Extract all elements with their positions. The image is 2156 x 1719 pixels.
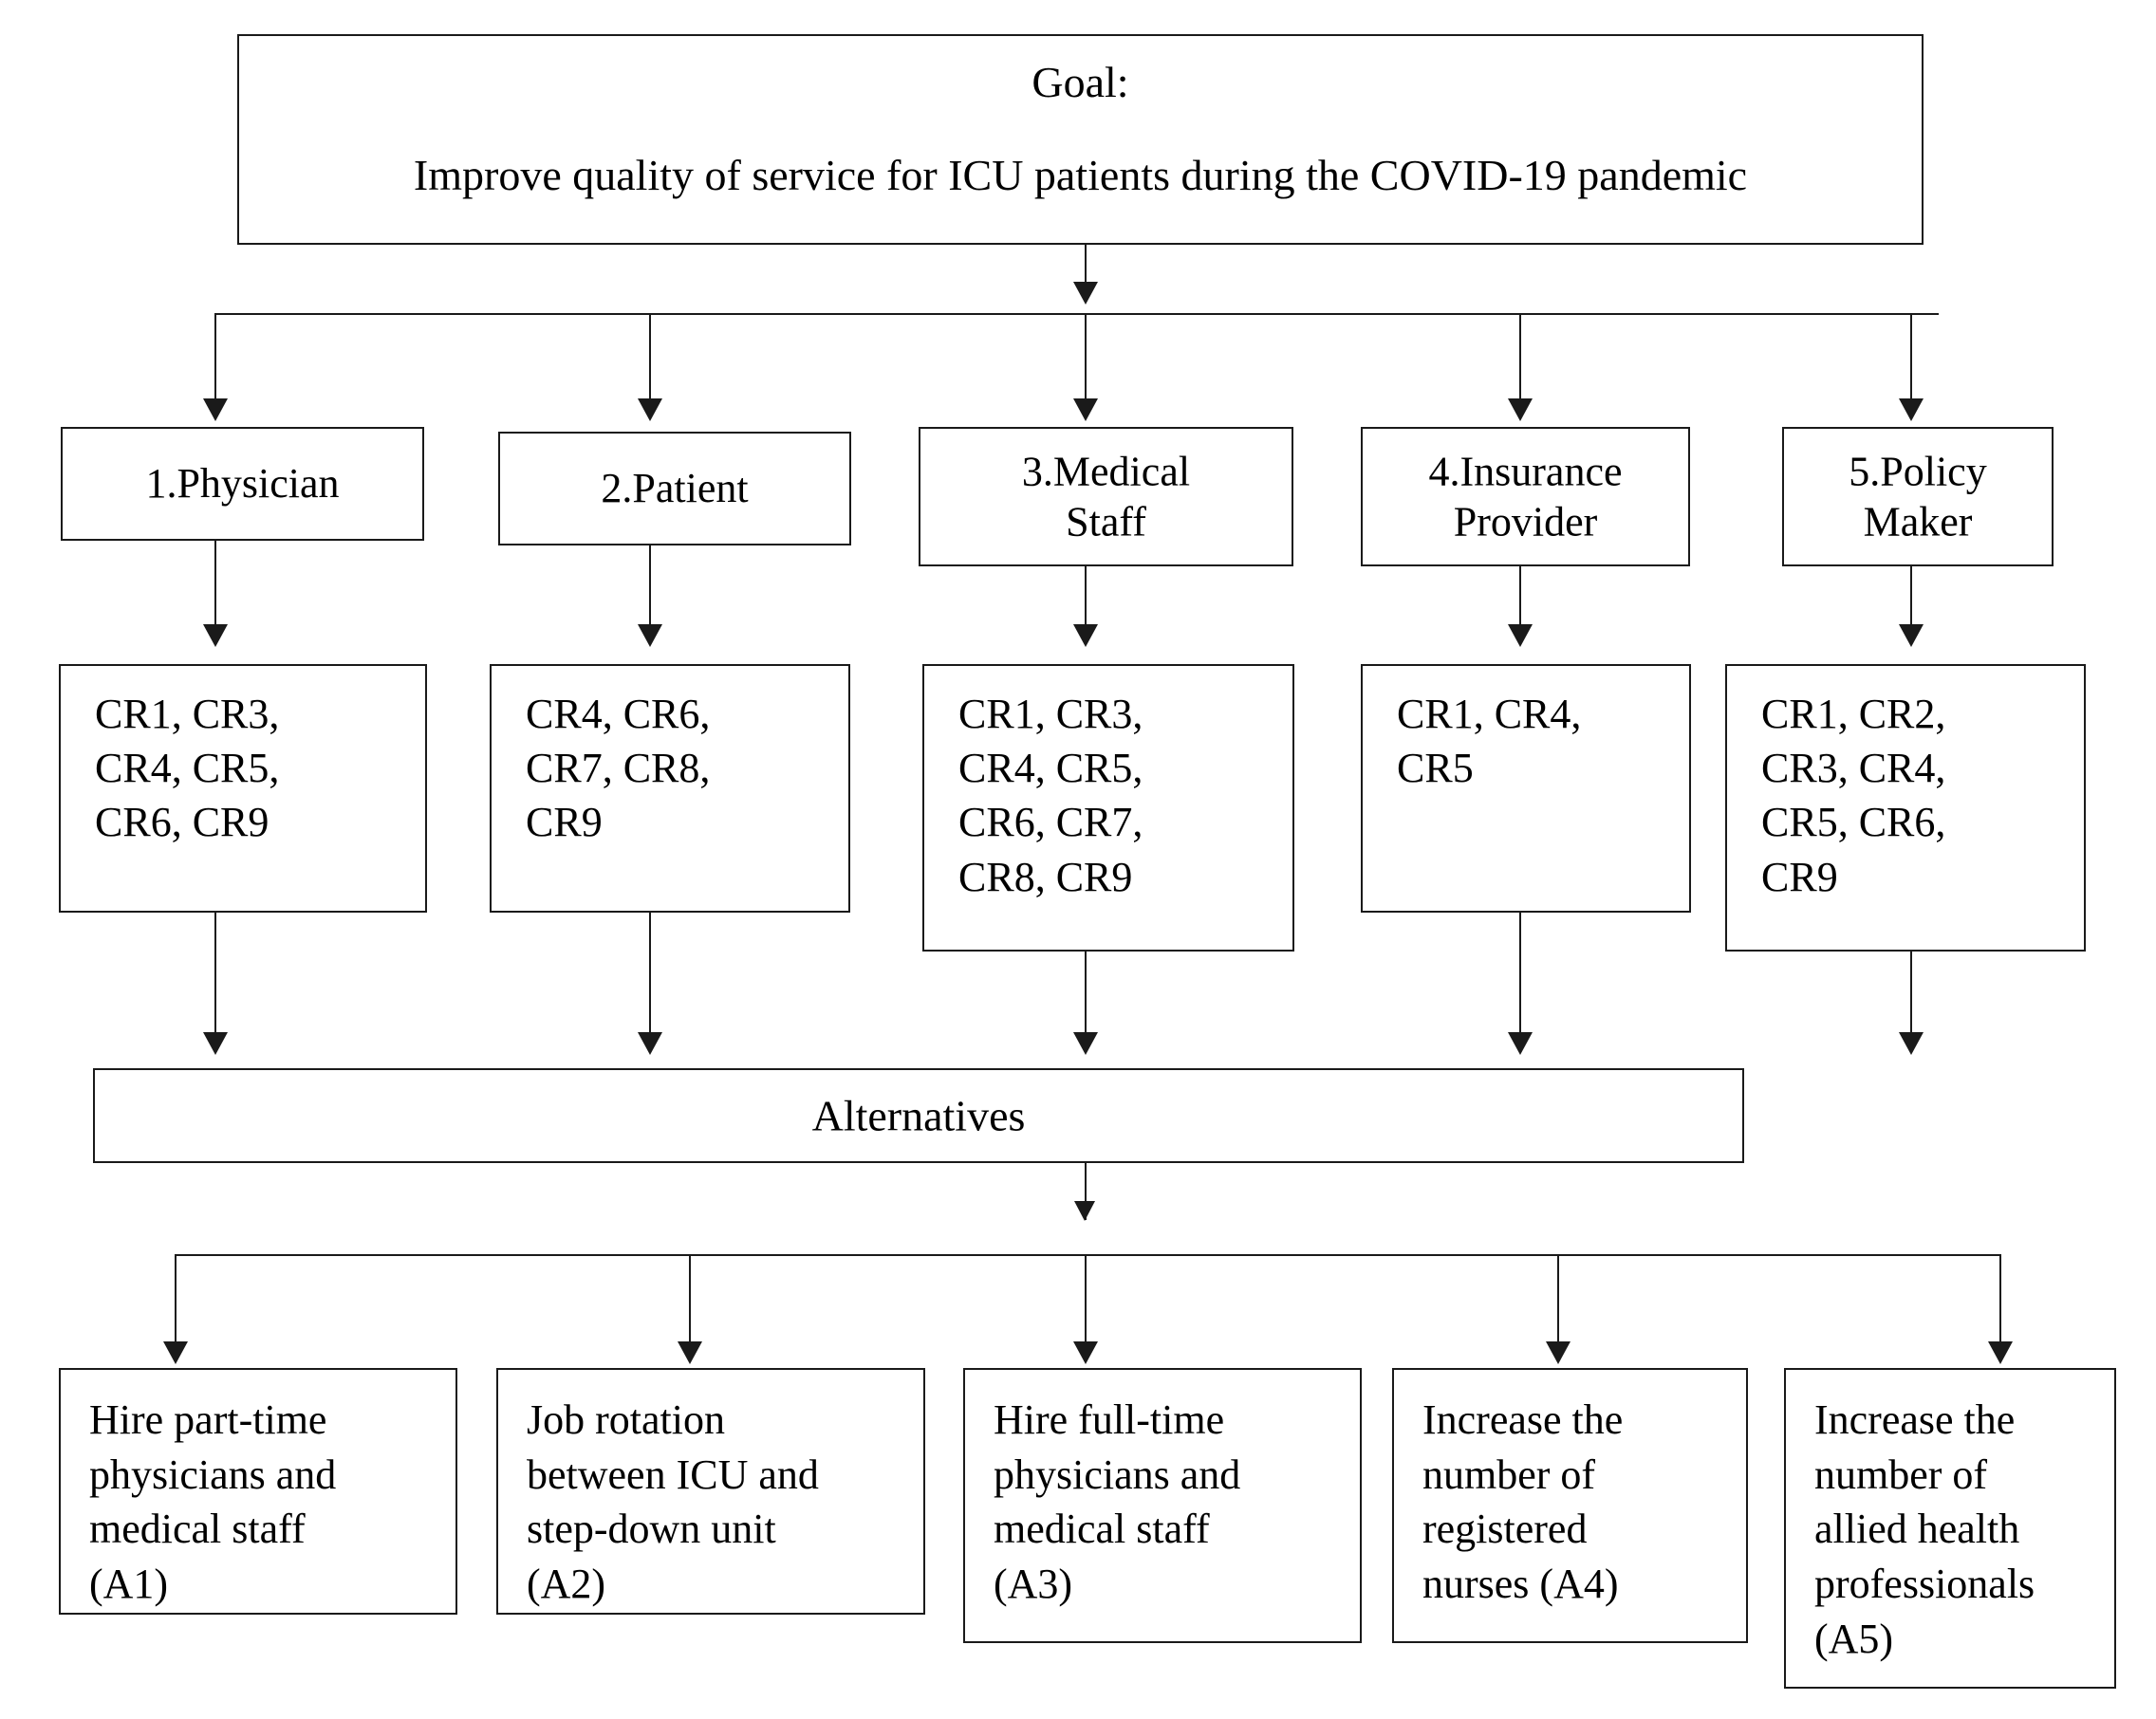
criteria-arrowhead-2 [638, 624, 662, 647]
alternative-arrowhead-5 [1988, 1341, 2013, 1364]
alternatives-arrowhead-5 [1899, 1032, 1924, 1055]
criteria-connector-3 [1085, 566, 1087, 640]
alternative-box-a2[interactable]: Job rotation between ICU and step-down u… [496, 1368, 925, 1615]
alternatives-bar[interactable]: Alternatives [93, 1068, 1744, 1163]
stakeholder-label-2: 2.Patient [601, 465, 749, 512]
alternative-arrowhead-4 [1546, 1341, 1571, 1364]
criteria-box-policy-maker[interactable]: CR1, CR2, CR3, CR4, CR5, CR6, CR9 [1725, 664, 2086, 952]
stakeholder-label-4: 4.Insurance Provider [1428, 447, 1623, 545]
stakeholder-arrowhead-4 [1508, 398, 1533, 421]
alternatives-connector-3 [1085, 952, 1087, 1036]
stakeholder-arrowhead-2 [638, 398, 662, 421]
stakeholder-label-5: 5.Policy Maker [1849, 447, 1987, 545]
goal-bus-arrowhead [1073, 282, 1098, 305]
stakeholder-box-policy-maker[interactable]: 5.Policy Maker [1782, 427, 2054, 566]
goal-bus-stem [1085, 245, 1087, 302]
alternative-arrowhead-1 [163, 1341, 188, 1364]
alternative-arrowhead-2 [678, 1341, 702, 1364]
alternatives-arrowhead-4 [1508, 1032, 1533, 1055]
criteria-box-insurance-provider[interactable]: CR1, CR4, CR5 [1361, 664, 1691, 913]
criteria-arrowhead-5 [1899, 624, 1924, 647]
alternatives-bus-stem [1085, 1163, 1087, 1220]
goal-label: Goal: [1032, 58, 1129, 106]
alternative-box-a3[interactable]: Hire full-time physicians and medical st… [963, 1368, 1362, 1643]
stakeholder-arrowhead-1 [203, 398, 228, 421]
stakeholder-drop-1 [214, 313, 216, 416]
alternatives-bus-arrowhead [1074, 1201, 1095, 1221]
stakeholder-drop-4 [1519, 313, 1521, 416]
stakeholder-label-3: 3.Medical Staff [1021, 447, 1191, 545]
stakeholder-box-insurance-provider[interactable]: 4.Insurance Provider [1361, 427, 1690, 566]
alternative-text-a2: Job rotation between ICU and step-down u… [527, 1396, 819, 1607]
criteria-connector-2 [649, 545, 651, 640]
alternatives-arrowhead-2 [638, 1032, 662, 1055]
criteria-connector-5 [1910, 566, 1912, 640]
alternatives-connector-5 [1910, 952, 1912, 1036]
alternative-drop-2 [689, 1254, 691, 1360]
stakeholder-arrowhead-3 [1073, 398, 1098, 421]
criteria-text-4: CR1, CR4, CR5 [1397, 691, 1582, 792]
stakeholder-drop-2 [649, 313, 651, 416]
alternatives-connector-4 [1519, 913, 1521, 1036]
criteria-connector-4 [1519, 566, 1521, 640]
stakeholder-drop-3 [1085, 313, 1087, 416]
criteria-text-5: CR1, CR2, CR3, CR4, CR5, CR6, CR9 [1761, 691, 1946, 900]
criteria-text-3: CR1, CR3, CR4, CR5, CR6, CR7, CR8, CR9 [958, 691, 1143, 900]
criteria-arrowhead-4 [1508, 624, 1533, 647]
alternative-text-a4: Increase the number of registered nurses… [1422, 1396, 1624, 1607]
stakeholder-box-physician[interactable]: 1.Physician [61, 427, 424, 541]
criteria-box-medical-staff[interactable]: CR1, CR3, CR4, CR5, CR6, CR7, CR8, CR9 [922, 664, 1294, 952]
alternatives-label: Alternatives [811, 1091, 1026, 1140]
alternative-arrowhead-3 [1073, 1341, 1098, 1364]
alternatives-arrowhead-3 [1073, 1032, 1098, 1055]
criteria-box-physician[interactable]: CR1, CR3, CR4, CR5, CR6, CR9 [59, 664, 427, 913]
alternatives-connector-2 [649, 913, 651, 1036]
alternatives-arrowhead-1 [203, 1032, 228, 1055]
alternative-text-a1: Hire part-time physicians and medical st… [89, 1396, 337, 1607]
stakeholder-distribution-bus [214, 313, 1939, 315]
goal-box[interactable]: Goal: Improve quality of service for ICU… [237, 34, 1924, 245]
alternative-drop-5 [1999, 1254, 2001, 1360]
alternative-text-a3: Hire full-time physicians and medical st… [994, 1396, 1241, 1607]
stakeholder-box-medical-staff[interactable]: 3.Medical Staff [919, 427, 1293, 566]
alternatives-connector-1 [214, 913, 216, 1036]
alternative-drop-1 [175, 1254, 177, 1360]
stakeholder-drop-5 [1910, 313, 1912, 416]
stakeholder-box-patient[interactable]: 2.Patient [498, 432, 851, 545]
criteria-text-2: CR4, CR6, CR7, CR8, CR9 [526, 691, 711, 846]
alternatives-distribution-bus [175, 1254, 2001, 1256]
stakeholder-arrowhead-5 [1899, 398, 1924, 421]
alternative-drop-3 [1085, 1254, 1087, 1360]
criteria-connector-1 [214, 541, 216, 640]
criteria-text-1: CR1, CR3, CR4, CR5, CR6, CR9 [95, 691, 280, 846]
alternative-box-a1[interactable]: Hire part-time physicians and medical st… [59, 1368, 457, 1615]
criteria-box-patient[interactable]: CR4, CR6, CR7, CR8, CR9 [490, 664, 850, 913]
alternative-text-a5: Increase the number of allied health pro… [1814, 1396, 2035, 1662]
criteria-arrowhead-3 [1073, 624, 1098, 647]
criteria-arrowhead-1 [203, 624, 228, 647]
stakeholder-label-1: 1.Physician [145, 460, 340, 508]
goal-statement: Improve quality of service for ICU patie… [413, 151, 1748, 199]
alternative-box-a5[interactable]: Increase the number of allied health pro… [1784, 1368, 2116, 1689]
alternative-box-a4[interactable]: Increase the number of registered nurses… [1392, 1368, 1748, 1643]
alternative-drop-4 [1557, 1254, 1559, 1360]
